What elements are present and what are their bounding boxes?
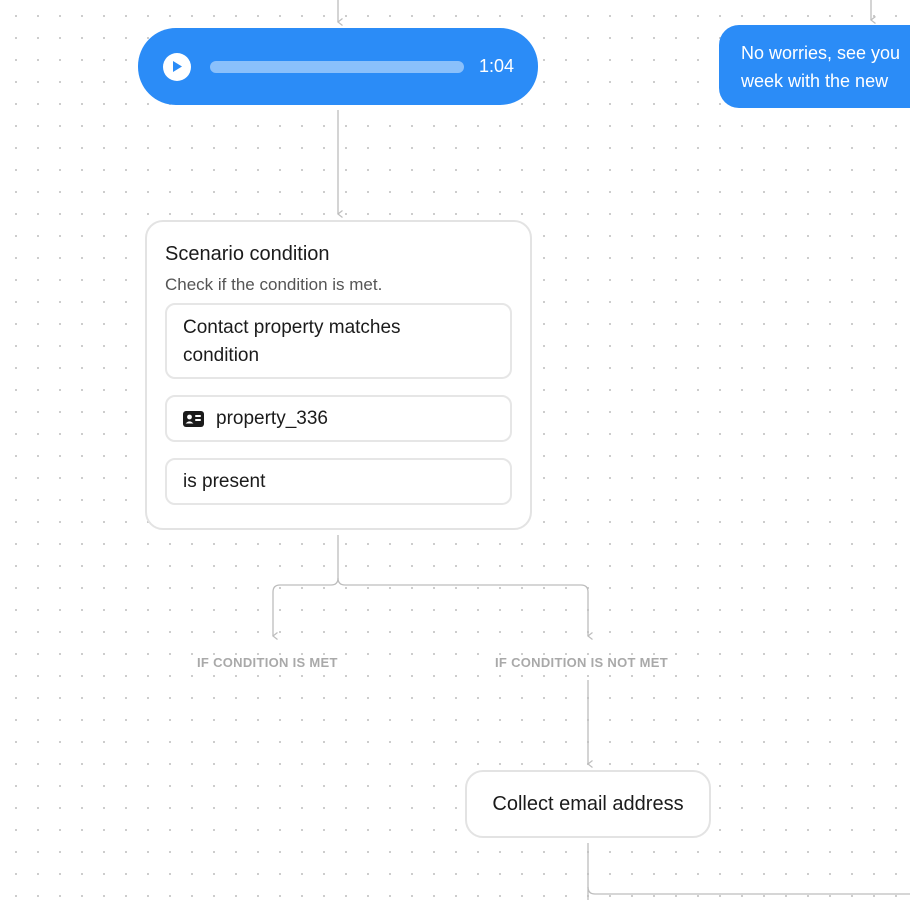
message-line: week with the new	[741, 71, 889, 91]
condition-type-line: condition	[183, 345, 260, 366]
operator-value: is present	[183, 470, 266, 492]
card-title: Scenario condition	[165, 243, 330, 265]
branch-label-met: IF CONDITION IS MET	[197, 655, 338, 670]
branch-label-not-met: IF CONDITION IS NOT MET	[495, 655, 669, 670]
operator-field[interactable]: is present	[165, 458, 512, 505]
text-message-bubble[interactable]: No worries, see you week with the new	[719, 25, 910, 108]
card-subtitle: Check if the condition is met.	[165, 275, 383, 294]
play-icon	[173, 61, 182, 72]
property-name: property_336	[216, 407, 328, 429]
contact-card-icon	[183, 410, 204, 427]
play-button[interactable]	[163, 52, 191, 81]
audio-duration: 1:04	[478, 56, 514, 76]
message-line: No worries, see you	[741, 43, 901, 63]
connector-condition-split	[272, 535, 339, 640]
audio-message-bubble[interactable]: 1:04	[138, 28, 538, 105]
connector-condition-split-right	[337, 577, 593, 640]
audio-progress-track[interactable]	[210, 60, 464, 73]
condition-type-field[interactable]: Contact property matches condition	[165, 303, 512, 379]
node-label: Collect email address	[492, 792, 684, 815]
scenario-condition-card[interactable]: Scenario condition Check if the conditio…	[145, 220, 532, 530]
condition-type-line: Contact property matches	[183, 317, 401, 338]
connector-collect-out	[587, 843, 910, 895]
collect-email-node[interactable]: Collect email address	[465, 770, 711, 838]
property-field[interactable]: property_336	[165, 395, 512, 442]
